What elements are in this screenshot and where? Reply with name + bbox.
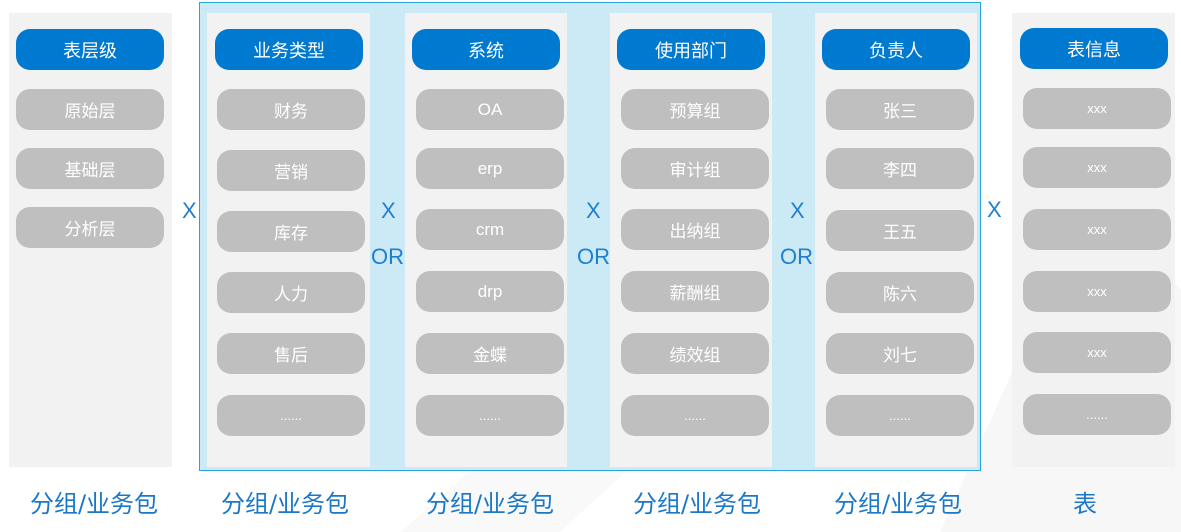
table-level-item[interactable]: 分析层 — [16, 207, 164, 248]
system-item[interactable]: drp — [416, 271, 564, 312]
business-type-more[interactable]: ...... — [217, 395, 365, 436]
department-item[interactable]: 出纳组 — [621, 209, 769, 250]
owner-header[interactable]: 负责人 — [822, 29, 970, 70]
table-level-header[interactable]: 表层级 — [16, 29, 164, 70]
or-operator: OR — [577, 244, 610, 269]
system-item[interactable]: erp — [416, 148, 564, 189]
cross-operator: X — [790, 198, 805, 223]
system-item[interactable]: crm — [416, 209, 564, 250]
table-info-item[interactable]: xxx — [1023, 332, 1171, 373]
system-item[interactable]: OA — [416, 89, 564, 130]
or-operator: OR — [371, 244, 404, 269]
system-header[interactable]: 系统 — [412, 29, 560, 70]
system-item[interactable]: 金蝶 — [416, 333, 564, 374]
business-type-item[interactable]: 财务 — [217, 89, 365, 130]
owner-item[interactable]: 张三 — [826, 89, 974, 130]
caption-table-info: 表 — [1073, 490, 1097, 518]
owner-more[interactable]: ...... — [826, 395, 974, 436]
table-info-item[interactable]: xxx — [1023, 88, 1171, 129]
business-type-item[interactable]: 营销 — [217, 150, 365, 191]
department-item[interactable]: 预算组 — [621, 89, 769, 130]
business-type-item[interactable]: 售后 — [217, 333, 365, 374]
table-info-item[interactable]: xxx — [1023, 147, 1171, 188]
department-item[interactable]: 绩效组 — [621, 333, 769, 374]
department-item[interactable]: 薪酬组 — [621, 271, 769, 312]
business-type-header[interactable]: 业务类型 — [215, 29, 363, 70]
department-header[interactable]: 使用部门 — [617, 29, 765, 70]
caption-system: 分组/业务包 — [425, 490, 555, 518]
caption-department: 分组/业务包 — [632, 490, 762, 518]
caption-business-type: 分组/业务包 — [220, 490, 350, 518]
table-info-item[interactable]: xxx — [1023, 209, 1171, 250]
table-level-item[interactable]: 原始层 — [16, 89, 164, 130]
owner-item[interactable]: 王五 — [826, 210, 974, 251]
table-info-more[interactable]: ...... — [1023, 394, 1171, 435]
business-type-item[interactable]: 库存 — [217, 211, 365, 252]
table-level-item[interactable]: 基础层 — [16, 148, 164, 189]
owner-item[interactable]: 李四 — [826, 148, 974, 189]
cross-operator: X — [586, 198, 601, 223]
caption-table-level: 分组/业务包 — [29, 490, 159, 518]
cross-operator: X — [182, 198, 197, 223]
owner-item[interactable]: 陈六 — [826, 272, 974, 313]
business-type-item[interactable]: 人力 — [217, 272, 365, 313]
owner-item[interactable]: 刘七 — [826, 333, 974, 374]
cross-operator: X — [381, 198, 396, 223]
table-info-item[interactable]: xxx — [1023, 271, 1171, 312]
department-item[interactable]: 审计组 — [621, 148, 769, 189]
or-operator: OR — [780, 244, 813, 269]
cross-operator: X — [987, 197, 1002, 222]
system-more[interactable]: ...... — [416, 395, 564, 436]
department-more[interactable]: ...... — [621, 395, 769, 436]
table-info-header[interactable]: 表信息 — [1020, 28, 1168, 69]
caption-owner: 分组/业务包 — [833, 490, 963, 518]
